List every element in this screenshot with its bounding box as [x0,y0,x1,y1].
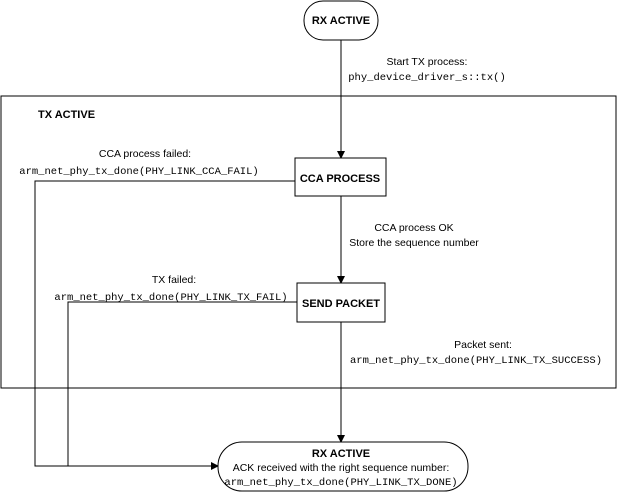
cca-failed-label: CCA process failed: [99,148,191,160]
cca-ok-line1: CCA process OK [374,222,453,234]
tx-active-container [0,95,617,389]
rx-active-bottom-line2: arm_net_phy_tx_done(PHY_LINK_TX_DONE) [224,477,457,489]
cca-process-state [294,157,387,197]
start-tx-call: phy_device_driver_s::tx() [348,72,506,84]
tx-failed-call: arm_net_phy_tx_done(PHY_LINK_TX_FAIL) [54,292,287,304]
send-packet-label: SEND PACKET [302,298,380,310]
packet-sent-call: arm_net_phy_tx_done(PHY_LINK_TX_SUCCESS) [350,355,602,367]
cca-failed-call: arm_net_phy_tx_done(PHY_LINK_CCA_FAIL) [19,166,258,178]
rx-active-bottom-state [217,441,469,492]
tx-active-label: TX ACTIVE [38,109,95,121]
cca-process-label: CCA PROCESS [300,173,380,185]
cca-ok-line2: Store the sequence number [349,237,479,249]
packet-sent-label: Packet sent: [454,339,512,351]
start-tx-label: Start TX process: [387,56,468,68]
rx-active-top-label: RX ACTIVE [312,15,370,27]
rx-active-bottom-title: RX ACTIVE [312,448,370,460]
tx-failed-arrow [67,301,297,466]
rx-active-bottom-line1: ACK received with the right sequence num… [233,462,450,474]
tx-failed-label: TX failed: [152,274,196,286]
cca-failed-arrow [34,180,295,470]
